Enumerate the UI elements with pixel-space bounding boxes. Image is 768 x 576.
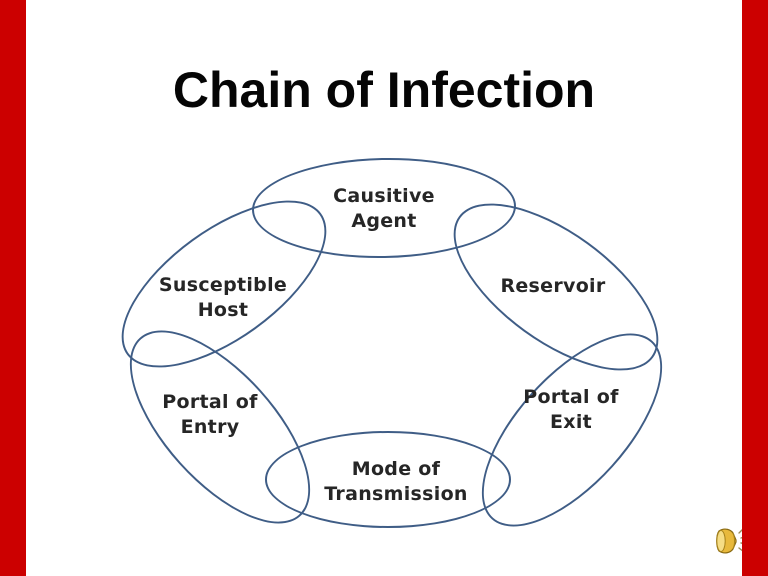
label-reservoir: Reservoir xyxy=(453,274,653,299)
label-line: Agent xyxy=(351,210,417,232)
label-mode-of-transmission: Mode of Transmission xyxy=(296,457,496,507)
label-line: Entry xyxy=(180,416,240,438)
label-portal-of-entry: Portal of Entry xyxy=(110,390,310,440)
label-line: Causitive xyxy=(333,185,435,207)
slide-title: Chain of Infection xyxy=(172,62,596,118)
label-susceptible-host: Susceptible Host xyxy=(123,273,323,323)
label-line: Reservoir xyxy=(500,275,606,297)
label-line: Portal of xyxy=(523,386,619,408)
label-line: Portal of xyxy=(162,391,258,413)
horn-shape xyxy=(716,528,737,554)
label-line: Mode of xyxy=(351,458,441,480)
label-line: Exit xyxy=(549,411,593,433)
label-line: Susceptible xyxy=(158,274,288,296)
label-line: Transmission xyxy=(324,483,468,505)
label-line: Host xyxy=(197,299,249,321)
label-causative-agent: Causitive Agent xyxy=(284,184,484,234)
ellipse-mode-of-transmission xyxy=(265,431,511,528)
label-portal-of-exit: Portal of Exit xyxy=(471,385,671,435)
right-red-border xyxy=(742,0,768,576)
left-red-border xyxy=(0,0,26,576)
